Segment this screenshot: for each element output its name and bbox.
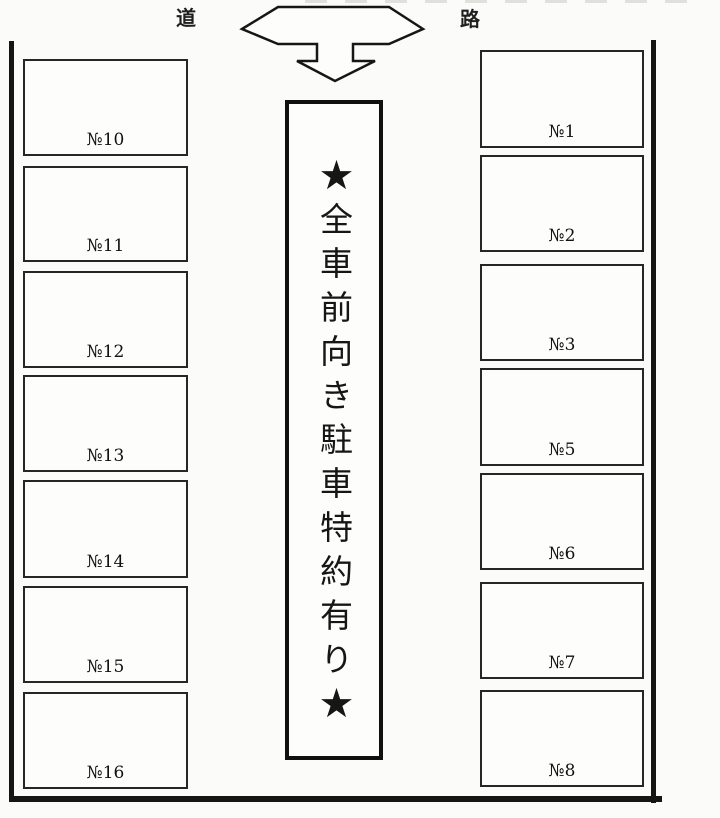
parking-space-5: №5: [480, 368, 644, 466]
parking-space-6: №6: [480, 473, 644, 570]
space-label: №5: [548, 440, 576, 460]
three-way-arrow-icon: [239, 5, 426, 83]
space-label: №14: [86, 552, 125, 572]
space-label: №11: [86, 236, 125, 256]
road-label-right: 路: [460, 7, 481, 31]
parking-space-13: №13: [23, 375, 188, 472]
space-label: №7: [548, 653, 576, 673]
sign-text: ★全車前向き駐車特約有り★: [314, 158, 354, 730]
space-label: №1: [548, 122, 576, 142]
parking-space-11: №11: [23, 166, 188, 262]
lot-border-left: [9, 41, 14, 802]
space-label: №6: [548, 544, 576, 564]
space-label: №2: [548, 226, 576, 246]
parking-space-14: №14: [23, 480, 188, 578]
road-label-left: 道: [176, 6, 197, 30]
parking-space-1: №1: [480, 50, 644, 148]
space-label: №8: [548, 761, 576, 781]
center-sign: ★全車前向き駐車特約有り★: [285, 100, 383, 760]
parking-space-2: №2: [480, 155, 644, 252]
space-label: №12: [86, 342, 125, 362]
parking-space-3: №3: [480, 264, 644, 361]
lot-border-right: [651, 40, 656, 803]
parking-space-15: №15: [23, 586, 188, 683]
parking-space-10: №10: [23, 59, 188, 156]
parking-space-7: №7: [480, 582, 644, 679]
space-label: №3: [548, 335, 576, 355]
parking-space-8: №8: [480, 690, 644, 787]
space-label: №10: [86, 130, 125, 150]
space-label: №16: [86, 763, 125, 783]
scan-artifact: [305, 0, 705, 3]
parking-space-12: №12: [23, 271, 188, 368]
space-label: №13: [86, 446, 125, 466]
parking-space-16: №16: [23, 692, 188, 789]
lot-border-bottom: [9, 796, 662, 802]
space-label: №15: [86, 657, 125, 677]
